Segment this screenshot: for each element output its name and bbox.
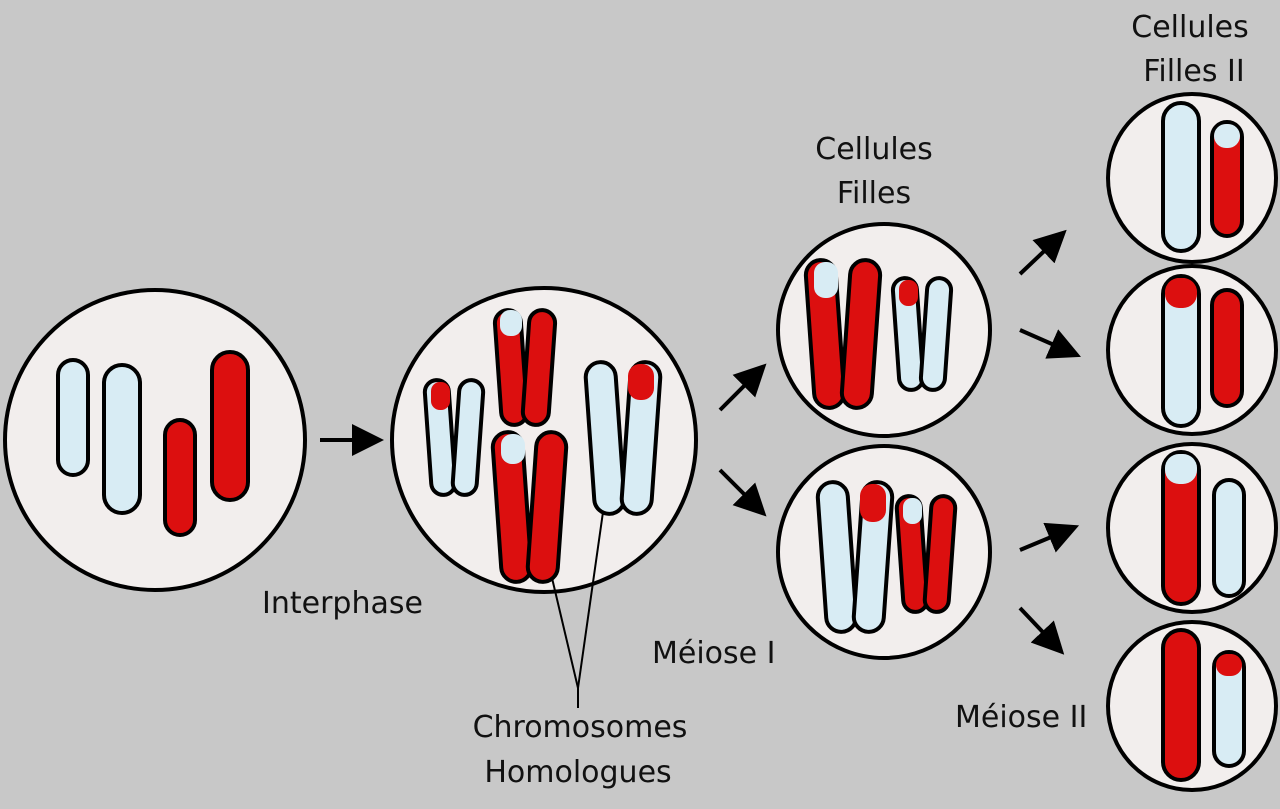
- chromosome-blue: [102, 363, 142, 515]
- chromosome-blue: [1161, 274, 1201, 428]
- final-cell-4: [1106, 620, 1278, 792]
- label-meiose-2: Méiose II: [955, 700, 1088, 735]
- label-meiose-1: Méiose I: [652, 636, 776, 671]
- label-cellules-2: Cellules: [1131, 10, 1249, 45]
- arrow-icon: [1018, 606, 1065, 655]
- homologous-pairs-cell: [390, 286, 698, 594]
- label-cellules: Cellules: [815, 132, 933, 167]
- chromosome-blue: [1161, 101, 1201, 253]
- label-chromosomes: Chromosomes: [472, 710, 688, 745]
- chromosome-red: [210, 350, 250, 502]
- arrow-icon: [1019, 522, 1080, 553]
- label-filles: Filles: [836, 176, 912, 211]
- chromosome-x-red: [894, 494, 958, 614]
- label-filles-2: Filles II: [1143, 54, 1245, 89]
- pointer-line: [577, 511, 604, 689]
- daughter-cell-1: [776, 222, 992, 438]
- arrow-icon: [718, 363, 767, 412]
- arrow-icon: [1018, 229, 1067, 276]
- final-cell-3: [1106, 442, 1278, 614]
- chromosome-blue: [1212, 478, 1246, 598]
- pointer-line: [551, 577, 579, 689]
- label-homologues: Homologues: [484, 755, 672, 790]
- final-cell-2: [1106, 264, 1278, 436]
- chromosome-red: [1161, 450, 1201, 606]
- daughter-cell-2: [776, 444, 992, 660]
- chromosome-x-blue: [815, 480, 895, 634]
- chromosome-x-blue: [890, 276, 954, 392]
- arrow-icon: [1019, 328, 1081, 359]
- chromosome-red: [1210, 288, 1244, 408]
- chromosome-blue: [1212, 650, 1246, 768]
- chromosome-x-red: [490, 430, 569, 584]
- chromosome-red: [1210, 120, 1244, 238]
- chromosome-x-blue: [583, 360, 663, 516]
- interphase-cell: [3, 288, 307, 592]
- chromosome-x-red: [492, 308, 558, 427]
- arrow-icon: [718, 468, 767, 517]
- chromosome-x-red: [803, 258, 883, 410]
- chromosome-red: [1161, 628, 1201, 782]
- chromosome-red: [163, 418, 197, 537]
- label-interphase: Interphase: [262, 586, 423, 621]
- final-cell-1: [1106, 92, 1278, 264]
- chromosome-blue: [56, 358, 90, 477]
- chromosome-x-blue: [422, 378, 486, 497]
